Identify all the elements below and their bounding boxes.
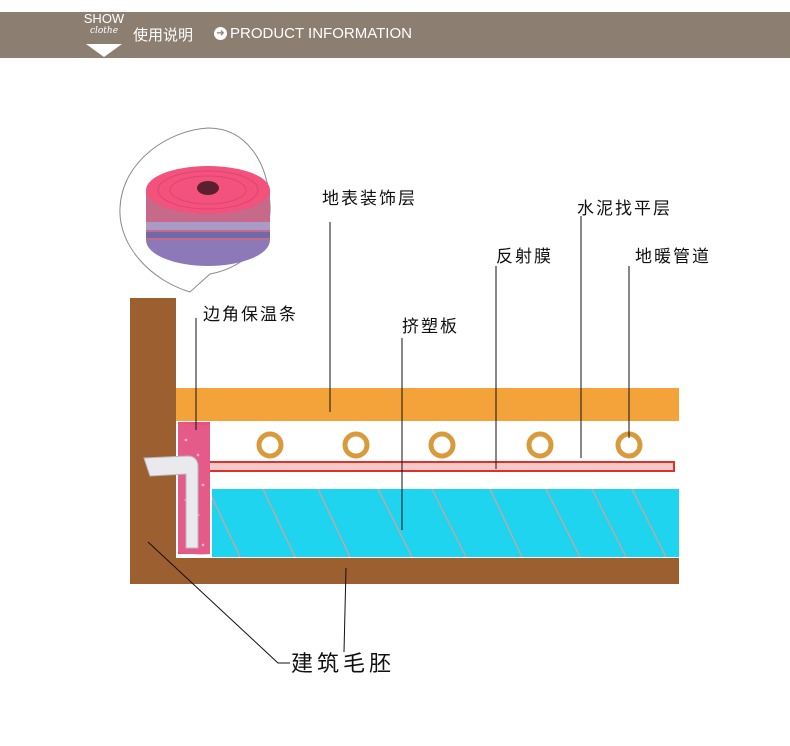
heating-pipe	[428, 431, 456, 459]
header-title-cn: 使用说明	[133, 26, 194, 44]
floor-slab	[176, 558, 679, 584]
heating-pipes	[256, 431, 643, 459]
insulation-strip-roll-photo	[146, 166, 270, 266]
heating-pipe	[342, 431, 370, 459]
label-floor-finish: 地表装饰层	[322, 189, 417, 209]
wall-left	[130, 298, 176, 584]
clothe-logo-text: clothe	[89, 26, 119, 36]
heating-pipe	[256, 431, 284, 459]
show-logo-text: SHOW	[83, 11, 125, 26]
edge-insulation-strip	[143, 422, 210, 555]
reflective-film	[193, 461, 675, 472]
heating-pipe	[526, 431, 554, 459]
arrow-right-circle-icon: ➜	[214, 27, 227, 40]
label-cement-layer: 水泥找平层	[577, 199, 672, 219]
leader-lines	[147, 216, 630, 664]
label-xps-board: 挤塑板	[402, 317, 459, 337]
label-building-blank: 建筑毛胚	[291, 652, 396, 677]
label-reflective-film: 反射膜	[496, 247, 553, 267]
label-heating-pipe: 地暖管道	[635, 247, 711, 267]
header-bar	[0, 12, 790, 58]
logo-notch	[86, 44, 122, 57]
show-logo: SHOW clothe	[78, 12, 130, 46]
header-title-en: PRODUCT INFORMATION	[230, 25, 412, 42]
floor-finish-layer	[176, 388, 679, 421]
label-edge-strip: 边角保温条	[203, 305, 298, 325]
xps-board	[212, 489, 679, 557]
